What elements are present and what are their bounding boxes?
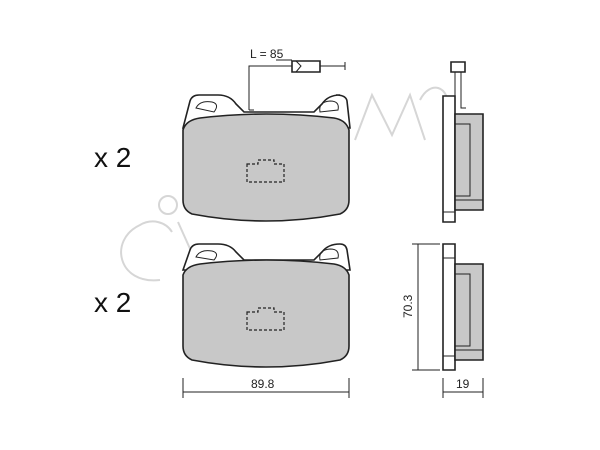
quantity-label-top: x 2 xyxy=(94,142,131,173)
brake-pad-top xyxy=(181,94,351,222)
height-dimension xyxy=(412,243,440,371)
wear-sensor xyxy=(248,59,346,111)
sensor-length-label: L = 85 xyxy=(250,47,284,61)
quantity-label-bottom: x 2 xyxy=(94,287,131,318)
width-dimension xyxy=(182,378,350,398)
brake-pad-bottom xyxy=(181,243,351,368)
thickness-dimension xyxy=(442,378,484,398)
friction-lining-bottom xyxy=(182,259,350,368)
width-label: 89.8 xyxy=(251,377,275,391)
friction-lining-top xyxy=(182,113,350,222)
side-view-bottom xyxy=(442,243,484,371)
height-label: 70.3 xyxy=(401,294,415,318)
thickness-label: 19 xyxy=(456,377,470,391)
side-view-top xyxy=(442,61,484,223)
